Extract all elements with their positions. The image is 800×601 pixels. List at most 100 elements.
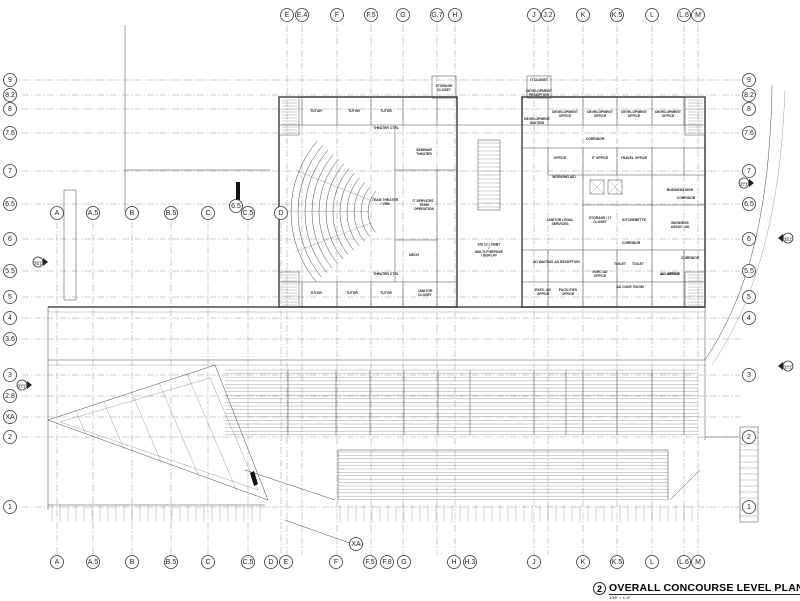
grid-bubble-label: J (532, 559, 536, 566)
grid-bubble-label: 7 (747, 168, 751, 175)
room-lobby: SIS 12 LOBBY/MULTI-PURPOSE/ DISPLAY (475, 242, 504, 257)
stair-northwest (278, 96, 300, 136)
grid-bubble-label: F (335, 12, 339, 19)
grid-bubble-label: XA (5, 414, 15, 421)
grid-bubble-label: 2 (747, 434, 751, 441)
site-curve (711, 89, 786, 366)
grid-bubble-circle (742, 430, 756, 444)
grid-bubble-label: F.5 (366, 12, 375, 19)
grid-bubble-label: F (334, 559, 338, 566)
grid-bubble-label: F.5 (365, 559, 374, 566)
grid-bubble-circle (330, 8, 344, 22)
column-bubble-top: E (280, 8, 294, 22)
grid-bubble-label: K (581, 559, 586, 566)
row-bubble-right: 8.2 (742, 88, 756, 102)
room-name-line: DEVELOPMENT (655, 110, 682, 114)
theater-aisle (288, 210, 371, 212)
grid-bubble-circle (742, 264, 756, 278)
grid-bubble-circle (430, 8, 444, 22)
room-name-line: CORRIDOR (677, 196, 696, 200)
grid-bubble-circle (329, 555, 343, 569)
grid-bubble-label: 6.5 (231, 203, 241, 210)
grid-bubble-label: B (130, 559, 135, 566)
section-tag-right: A5-1 (778, 232, 794, 244)
grid-bubble-circle (3, 73, 17, 87)
row-bubble-left: 5 (3, 290, 17, 304)
grid-bubble-label: E (285, 12, 290, 19)
elevator-shaft (589, 179, 605, 195)
drawing-scale: 1/16" = 1'-0" (609, 595, 631, 600)
room-name-line: TEAM (419, 203, 429, 207)
grid-bubble-circle (742, 73, 756, 87)
west-stand-rake (75, 410, 86, 435)
room-name-line: CORRIDOR (586, 137, 605, 141)
room-team-theater: TEAM THEATER/ VRR (372, 198, 399, 206)
room-mech: MECH (409, 253, 420, 257)
room-name-line: / DISPLAY (481, 254, 498, 258)
grid-lines (22, 25, 740, 555)
grid-bubble-circle (50, 555, 64, 569)
row-bubble-left: 5.5 (3, 264, 17, 278)
section-tags: A5-1A5-1A7-1A7-1A7-1 (16, 177, 794, 391)
column-bubble-mid: B.5 (164, 206, 178, 220)
grid-bubble-circle (264, 555, 278, 569)
drawing-title: OVERALL CONCOURSE LEVEL PLAN (609, 582, 800, 595)
row-bubble-left: 2 (3, 430, 17, 444)
grid-bubble-label: B.5 (166, 210, 177, 217)
room-name-line: AD CONF. ROOM (616, 285, 644, 289)
grid-bubble-label: G.7 (431, 12, 442, 19)
row-bubble-right: 9 (742, 73, 756, 87)
grid-bubble-circle (3, 290, 17, 304)
room-name-line: OFFICE (594, 114, 607, 118)
grid-bubble-circle (3, 368, 17, 382)
grid-bubble-label: C.5 (243, 210, 254, 217)
grid-bubble-circle (3, 430, 17, 444)
row-bubble-left: XA (3, 410, 17, 424)
grid-bubble-circle (3, 197, 17, 211)
bleacher-wedge (244, 469, 701, 501)
section-tag-label: A5-1 (784, 238, 791, 242)
grid-bubble-circle (576, 555, 590, 569)
column-bubble-bottom: D (264, 555, 278, 569)
section-tag-right-lower: A7-1 (778, 360, 794, 372)
grid-bubble-circle (610, 555, 624, 569)
grid-bubble-circle (125, 206, 139, 220)
section-tag-label: A7-1 (784, 366, 791, 370)
room-name-line: WAITING (530, 121, 545, 125)
grid-bubble-circle (3, 164, 17, 178)
column-bubble-bottom: A (50, 555, 64, 569)
grid-bubble-circle (742, 311, 756, 325)
section-tag-arrow (749, 179, 754, 187)
room-name-line: A.D. OFFICE (660, 272, 681, 276)
grid-bubble-circle (364, 8, 378, 22)
grid-bubble-circle (241, 206, 255, 220)
row-bubble-left: 6.5 (3, 197, 17, 211)
column-bubble-bottom: C (201, 555, 215, 569)
stair-southwest (278, 271, 300, 308)
grid-bubble-circle (645, 555, 659, 569)
room-name-line: STORAGE / IT (589, 216, 612, 220)
row-bubble-right: 7 (742, 164, 756, 178)
room-name-line: DEVELOPMENT (524, 117, 551, 121)
section-tag-left: A5-1 (32, 256, 48, 268)
grid-bubble-label: A (55, 210, 60, 217)
grid-bubble-circle (742, 290, 756, 304)
column-bubble-bottom: B (125, 555, 139, 569)
row-bubble-left: 8 (3, 102, 17, 116)
row-bubble-left: 7 (3, 164, 17, 178)
room-name-line: TUTOR (310, 291, 322, 295)
grid-bubble-circle (380, 555, 394, 569)
room-name-line: IT OFFICE (592, 156, 609, 160)
room-name-line: CLOSET (593, 220, 608, 224)
grid-bubble-label: 7 (8, 168, 12, 175)
grid-bubble-label: H.3 (465, 559, 476, 566)
room-name-line: OFFICE (559, 114, 572, 118)
room-corridor-4: CORRIDOR (681, 256, 700, 260)
